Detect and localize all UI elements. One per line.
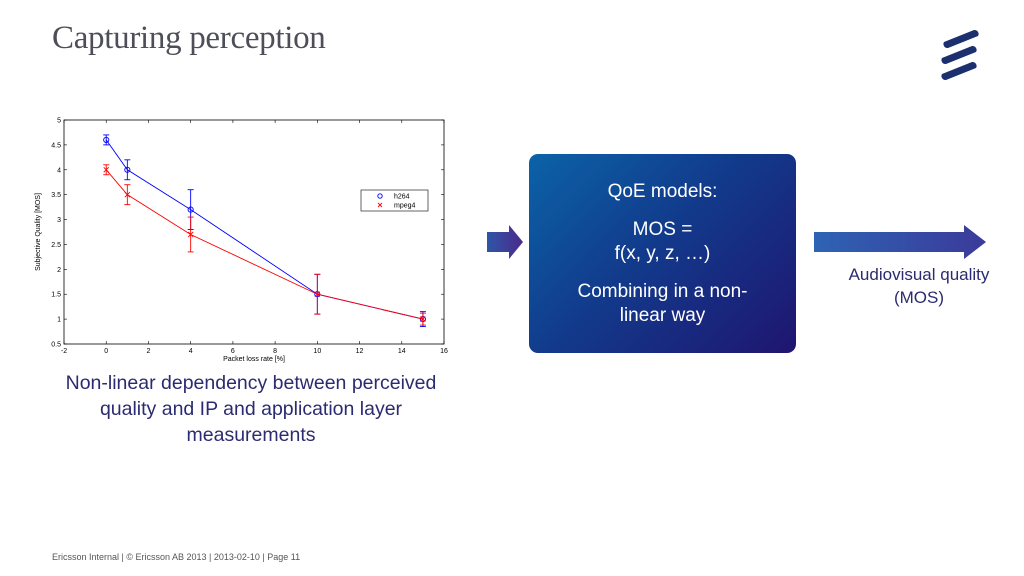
- y-tick-label: 0.5: [51, 342, 61, 349]
- y-tick-label: 2.5: [51, 242, 61, 249]
- x-tick-label: -2: [61, 348, 67, 355]
- x-tick-label: 12: [356, 348, 364, 355]
- data-point-mpeg4: [420, 316, 426, 322]
- output-arrow: [814, 225, 986, 259]
- data-point-h264: [187, 206, 194, 213]
- legend-marker-h264: [377, 193, 383, 199]
- qoe-models-box: QoE models: MOS = f(x, y, z, …) Combinin…: [529, 154, 796, 353]
- y-tick-label: 3.5: [51, 192, 61, 199]
- plot-area: [63, 119, 445, 345]
- y-tick-label: 5: [57, 118, 61, 125]
- qoe-line-2: MOS =: [632, 219, 693, 240]
- y-tick-label: 4.5: [51, 142, 61, 149]
- output-label: Audiovisual quality (MOS): [830, 263, 1008, 309]
- data-point-h264: [103, 136, 110, 143]
- qoe-line-5: linear way: [619, 305, 706, 326]
- x-tick-label: 14: [398, 348, 406, 355]
- output-label-line-2: (MOS): [893, 288, 945, 307]
- data-point-h264: [124, 166, 131, 173]
- legend-label-h264: h264: [394, 194, 410, 201]
- y-tick-label: 1: [57, 317, 61, 324]
- legend-marker-mpeg4: [377, 202, 383, 208]
- ericsson-logo-icon: [941, 29, 979, 80]
- x-axis-label: Packet loss rate [%]: [223, 356, 285, 363]
- x-tick-label: 6: [231, 348, 235, 355]
- x-tick-label: 16: [440, 348, 448, 355]
- data-point-mpeg4: [187, 231, 194, 238]
- packet-loss-chart: -2 0 2 4 6 8 10 12 14 16 0.5 1 1.5 2 2.5 3 3.5 4 4.5 5Packe…: [35, 118, 448, 364]
- x-tick-label: 0: [104, 348, 108, 355]
- qoe-line-1: QoE models:: [607, 181, 718, 202]
- x-tick-label: 4: [189, 348, 193, 355]
- qoe-line-4: Combining in a non-: [577, 281, 748, 302]
- y-tick-label: 1.5: [51, 292, 61, 299]
- legend-label-mpeg4: mpeg4: [394, 203, 416, 210]
- footer: Ericsson Internal | © Ericsson AB 2013 |…: [52, 552, 301, 562]
- x-tick-label: 10: [313, 348, 321, 355]
- y-tick-label: 4: [57, 167, 61, 174]
- data-point-mpeg4: [314, 291, 321, 298]
- slide-title: Capturing perception: [52, 20, 326, 56]
- output-label-line-1: Audiovisual quality: [848, 265, 990, 284]
- y-tick-label: 2: [57, 267, 61, 274]
- y-axis-label: Subjective Quality [MOS]: [35, 193, 42, 271]
- data-point-mpeg4: [124, 191, 131, 198]
- data-point-mpeg4: [103, 166, 110, 173]
- input-arrow: [487, 225, 523, 259]
- x-tick-label: 2: [146, 348, 150, 355]
- chart-caption: Non-linear dependency between perceived …: [65, 372, 437, 446]
- x-tick-label: 8: [273, 348, 277, 355]
- qoe-line-3: f(x, y, z, …): [614, 243, 711, 264]
- y-tick-label: 3: [57, 217, 61, 224]
